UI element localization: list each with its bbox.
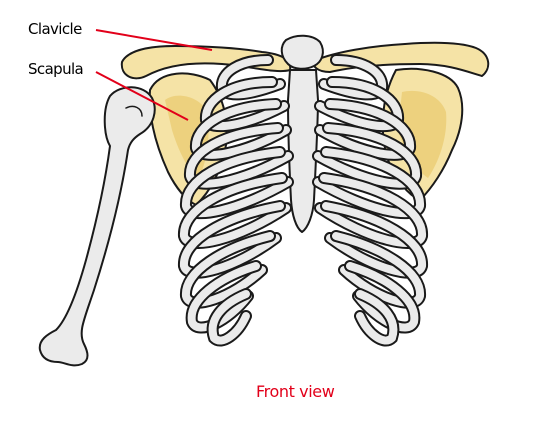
humerus [38,86,156,367]
clavicle-right [312,41,490,77]
clavicle-label: Clavicle [28,20,82,38]
ribs-left [178,54,294,347]
sternum [280,34,324,233]
clavicle-leader-line [95,29,213,51]
scapula-leader-line [95,71,189,121]
view-caption: Front view [256,382,335,401]
scapula-label: Scapula [28,60,83,78]
ribs-right [312,54,428,347]
